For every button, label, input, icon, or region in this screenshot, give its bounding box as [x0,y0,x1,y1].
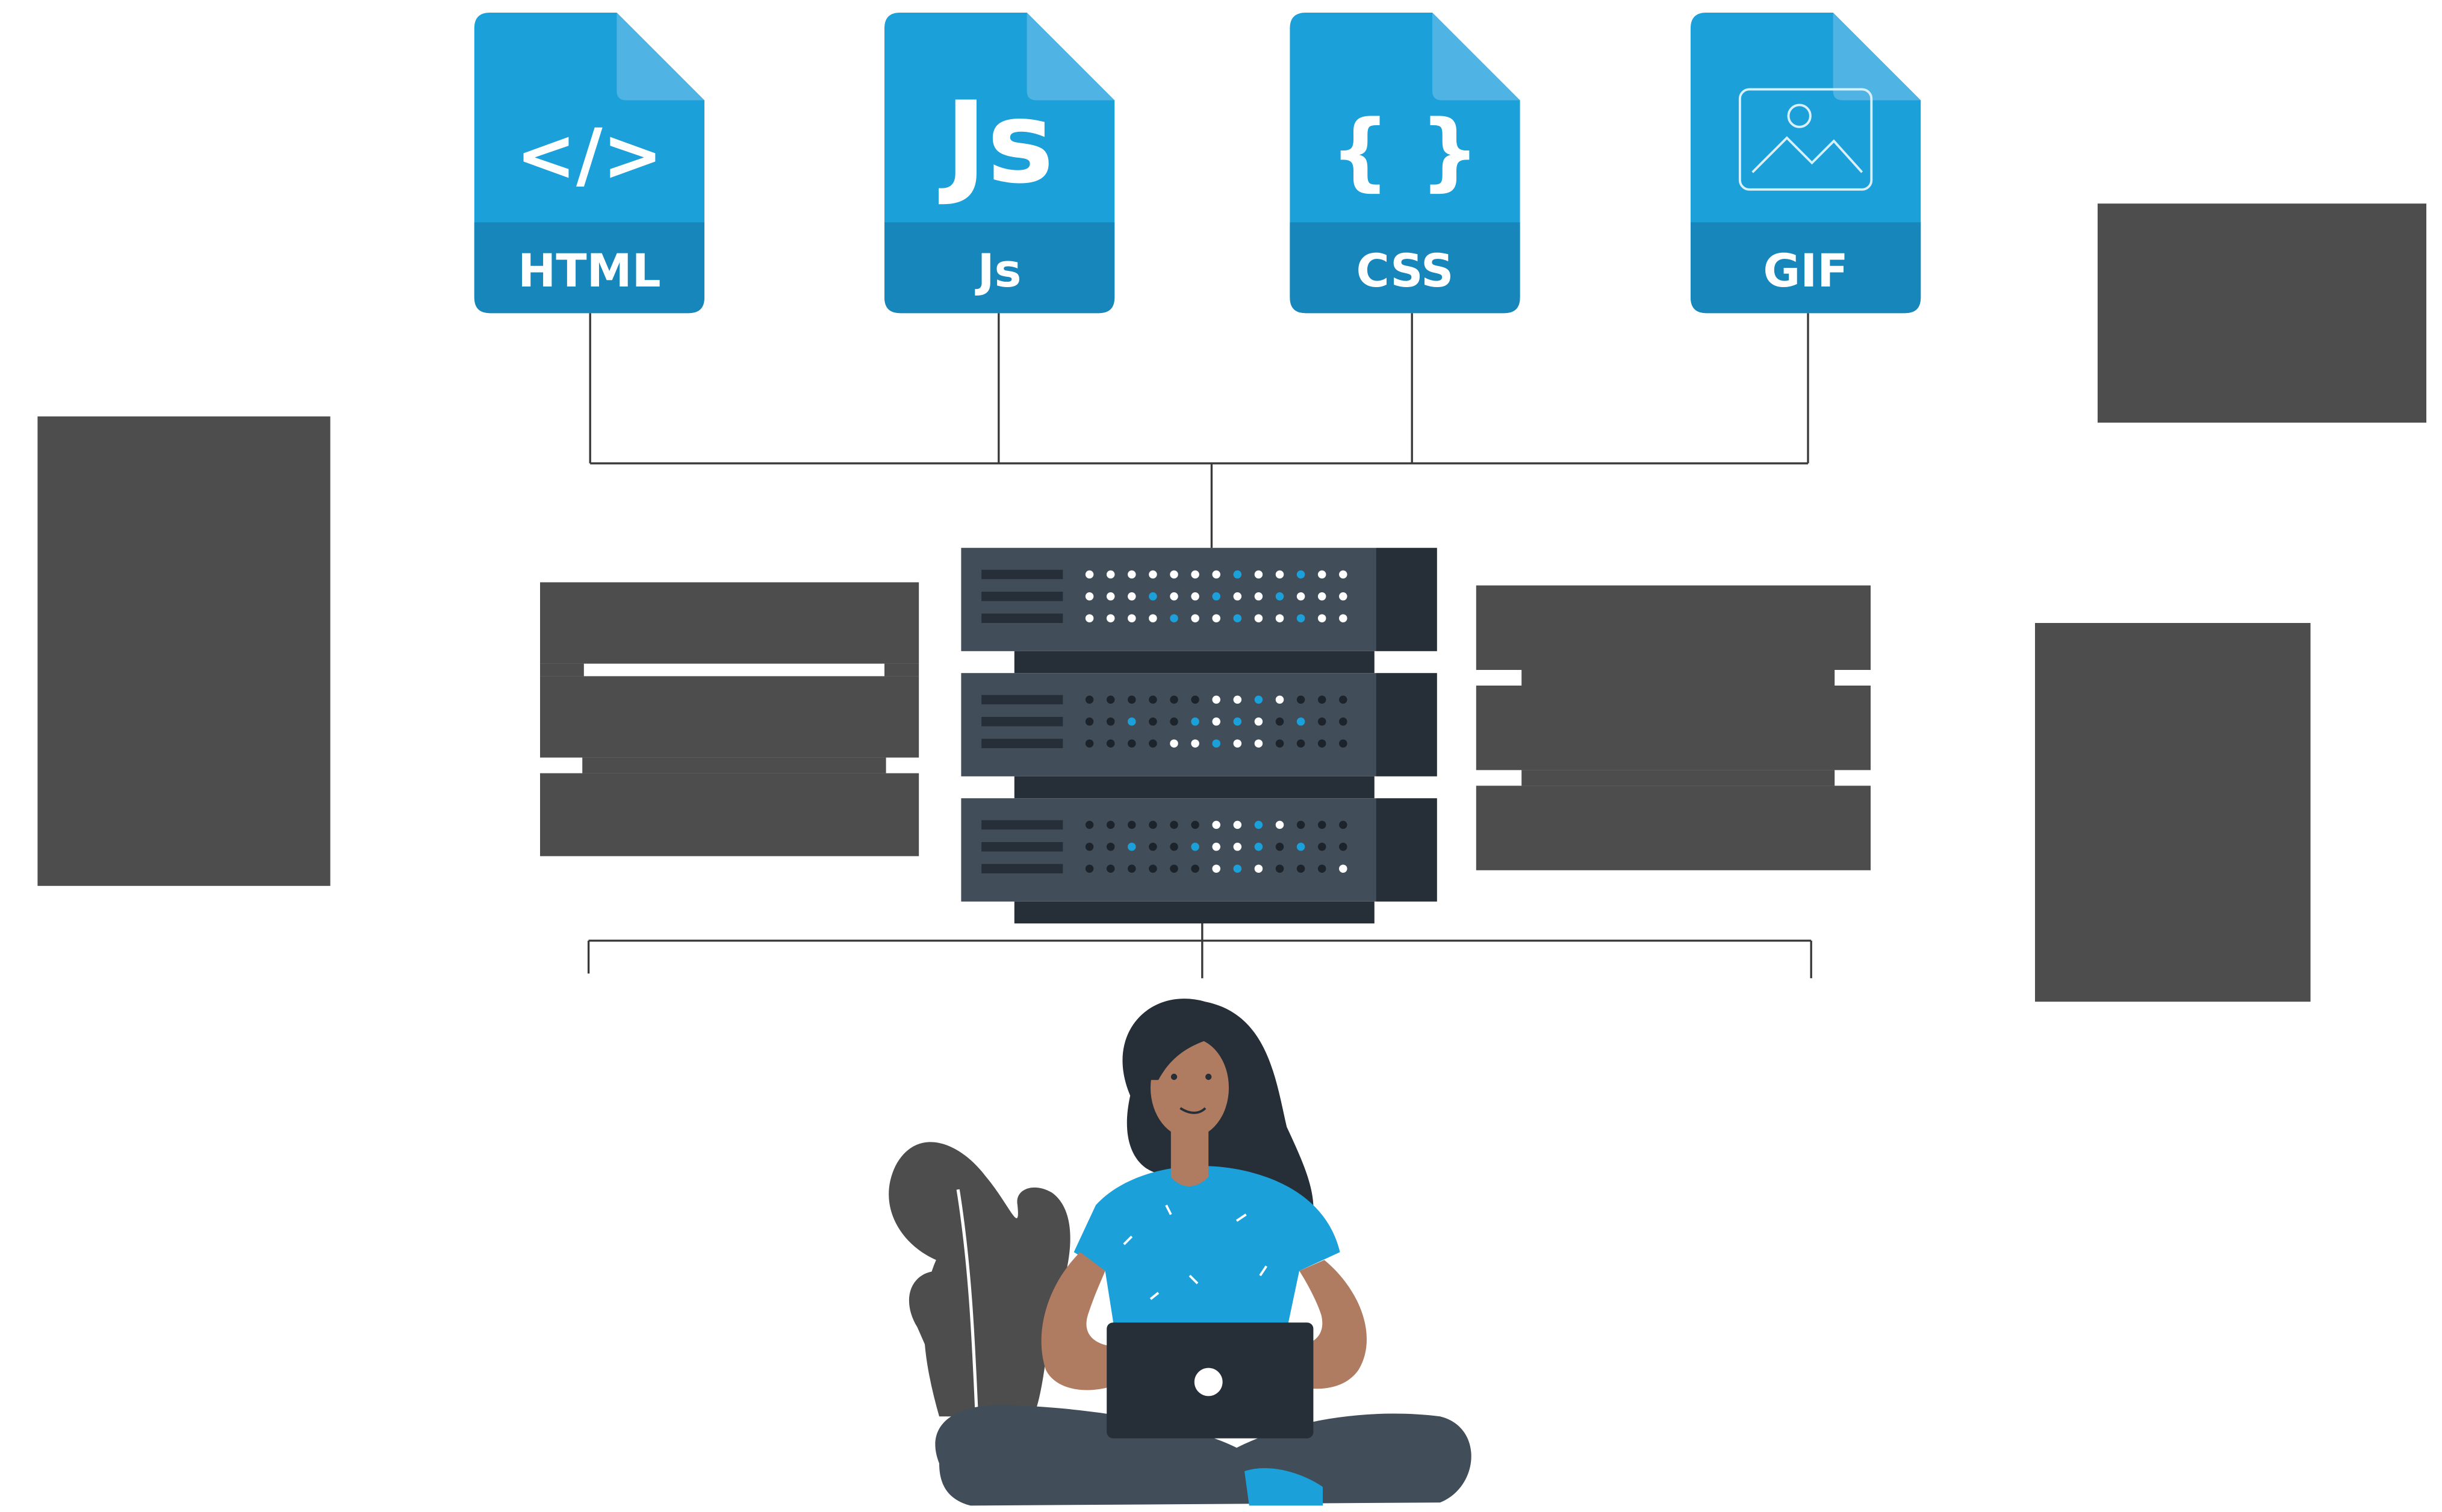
file-label: HTML [518,244,661,297]
file-css: { } CSS [1290,13,1520,314]
server-unit [961,673,1437,799]
javascript-icon: Js [939,78,1054,209]
placeholder-panel-left [540,582,919,857]
developer-with-laptop-icon [935,999,1471,1506]
placeholder-block-left [37,416,331,886]
server-rack-icon [961,548,1437,924]
server-unit [961,798,1437,924]
file-label: GIF [1763,244,1848,297]
connector-lines [587,313,1812,979]
image-icon [1738,88,1873,191]
plant-leaves-icon [889,1142,1070,1417]
file-label: Js [975,244,1022,297]
placeholder-blocks [37,203,2426,1002]
file-html: </> HTML [474,13,704,314]
placeholder-block-top-right [2098,203,2426,423]
placeholder-block-right [2035,623,2311,1002]
curly-braces-icon: { } [1330,102,1480,200]
file-gif: GIF [1691,13,1921,314]
code-tag-icon: </> [516,114,663,197]
server-unit [961,548,1437,674]
placeholder-panel-right [1476,585,1871,870]
file-label: CSS [1356,244,1454,297]
